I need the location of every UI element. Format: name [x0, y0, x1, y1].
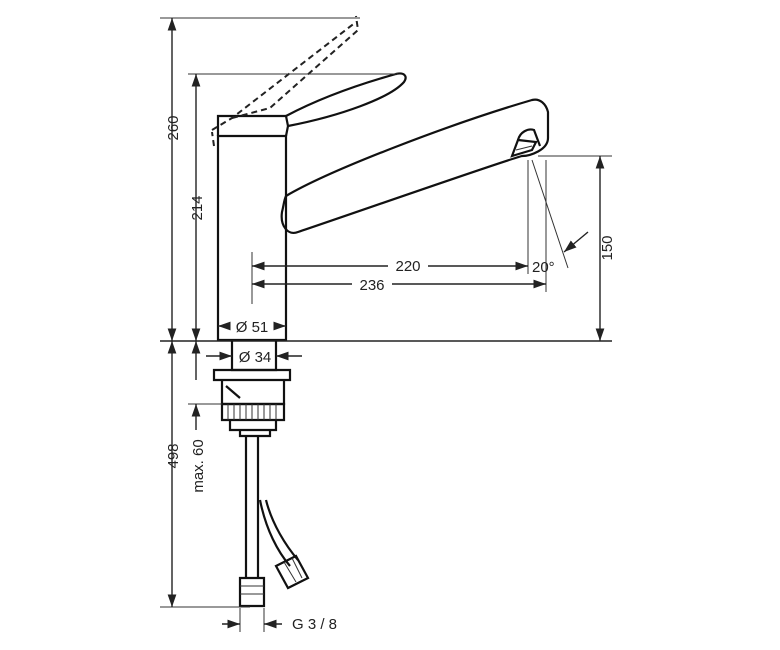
dim-thread: G 3 / 8	[222, 608, 337, 633]
dim-220: 220	[251, 160, 529, 304]
dim-angle-label: 20°	[532, 259, 555, 276]
dim-diameter-34-label: Ø 34	[239, 349, 272, 366]
faucet-body	[216, 72, 550, 342]
dim-214-label: 214	[189, 195, 206, 220]
dim-thread-label: G 3 / 8	[292, 616, 337, 633]
dim-260: 260	[160, 17, 360, 341]
dim-498-label: 498	[165, 443, 182, 468]
dim-max-60-label: max. 60	[190, 439, 207, 492]
dim-150: 150	[538, 155, 616, 341]
dim-150-label: 150	[599, 235, 616, 260]
dim-angle: 20°	[531, 159, 589, 276]
dim-498: 498	[160, 341, 250, 608]
dim-diameter-34: Ø 34	[206, 349, 302, 366]
dim-max-60: max. 60	[188, 341, 222, 493]
lever-alternate-position	[211, 15, 360, 147]
dim-236-label: 236	[359, 277, 384, 294]
dim-220-label: 220	[395, 258, 420, 275]
dim-260-label: 260	[165, 115, 182, 140]
dim-diameter-51: Ø 51	[218, 319, 286, 336]
dim-214: 214	[188, 73, 398, 341]
dim-236: 236	[252, 160, 547, 294]
mounting-parts	[212, 341, 310, 608]
dim-diameter-51-label: Ø 51	[236, 319, 269, 336]
